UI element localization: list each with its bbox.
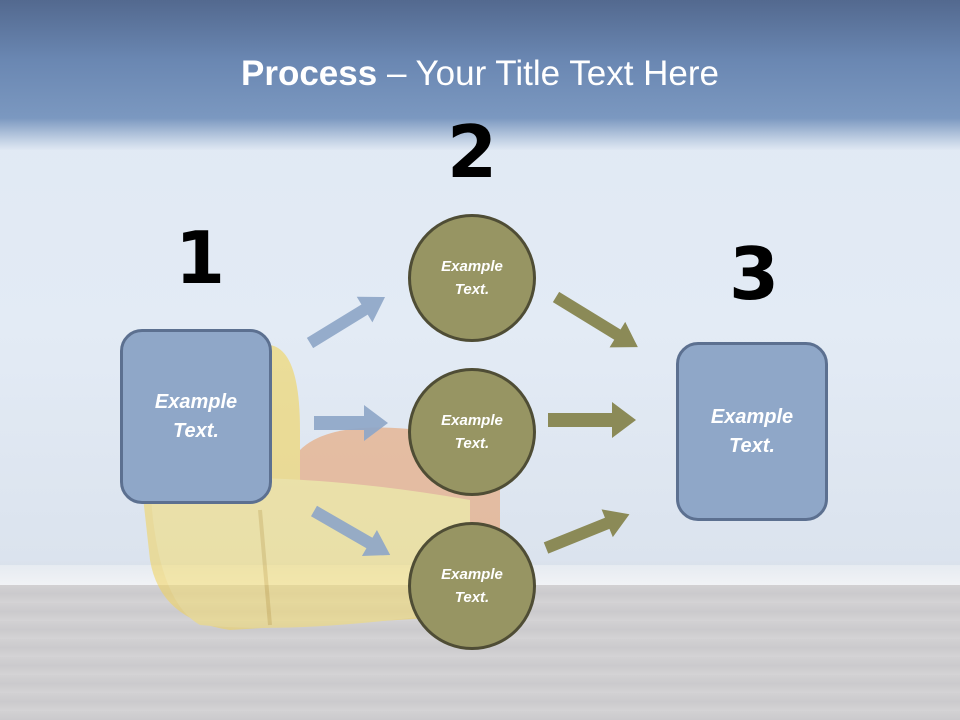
- right-arrow-icon: [552, 291, 638, 348]
- step-1-text: Example Text.: [154, 390, 238, 442]
- title-rest: – Your Title Text Here: [377, 54, 719, 93]
- header-band: [0, 0, 960, 150]
- title-bold: Process: [241, 54, 378, 93]
- right-arrow-icon: [548, 402, 636, 438]
- circle-top-text: Example Text.: [441, 258, 503, 298]
- step-3-box: Example Text.: [676, 342, 828, 521]
- step-3-text: Example Text.: [710, 405, 794, 457]
- right-arrow-icon: [314, 405, 388, 441]
- circle-bottom-text: Example Text.: [441, 566, 503, 606]
- step-number-1: 1: [174, 216, 226, 300]
- step-1-box: Example Text.: [120, 329, 272, 504]
- step-2-circle-top: Example Text.: [408, 214, 536, 342]
- circle-middle-text: Example Text.: [441, 412, 503, 452]
- step-2-circle-bottom: Example Text.: [408, 522, 536, 650]
- step-number-3: 3: [728, 232, 780, 316]
- slide-title: Process – Your Title Text Here: [0, 54, 960, 94]
- right-arrow-icon: [306, 296, 386, 349]
- right-arrow-icon: [311, 505, 391, 556]
- right-arrow-icon: [543, 509, 630, 554]
- step-2-circle-middle: Example Text.: [408, 368, 536, 496]
- step-number-2: 2: [446, 110, 498, 194]
